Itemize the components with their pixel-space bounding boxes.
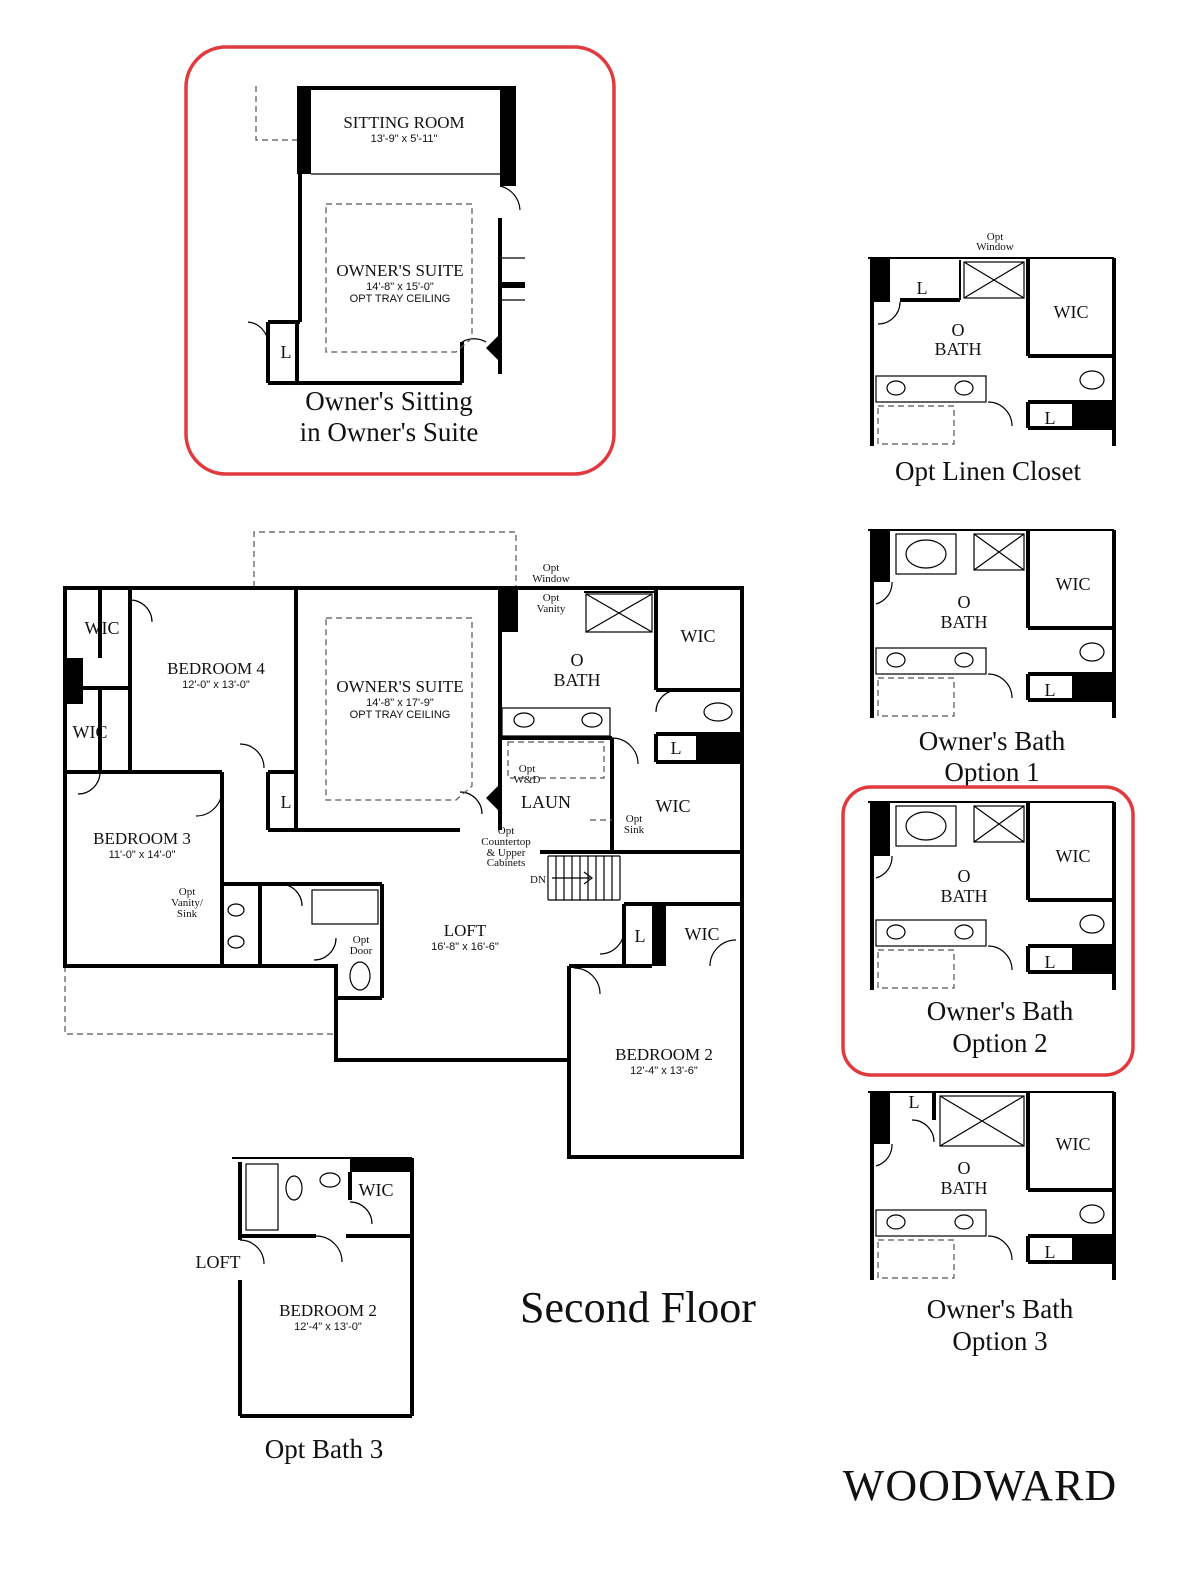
option-3-caption-line2: Option 3 xyxy=(952,1326,1047,1356)
brand-name: WOODWARD xyxy=(843,1461,1117,1510)
floor-title: Second Floor xyxy=(520,1283,756,1332)
highlight-frame xyxy=(841,785,1135,1077)
owners-sitting-inset: SITTING ROOM 13'-9" x 5'-11" OWNER'S SUI… xyxy=(184,45,616,476)
inset-owners-suite-label: OWNER'S SUITE xyxy=(336,261,463,280)
option-1-caption-line1: Owner's Bath xyxy=(919,726,1066,756)
sitting-room-dim: 13'-9" x 5'-11" xyxy=(371,133,438,145)
option-2-caption-line2: Option 2 xyxy=(952,1028,1047,1058)
owner-bath-o: O xyxy=(958,592,971,612)
option-1-caption-line2: Option 1 xyxy=(944,757,1039,787)
owner-bath-o: O xyxy=(571,650,584,670)
linen-label: L xyxy=(909,1092,920,1112)
wic-label: WIC xyxy=(1056,574,1091,594)
owner-bath-o: O xyxy=(952,320,965,340)
linen-label: L xyxy=(671,738,682,758)
linen-label: L xyxy=(1045,680,1056,700)
opt-vanity-sink-note: Opt xyxy=(179,886,196,898)
highlight-frame xyxy=(184,45,616,476)
inset-caption-line2: in Owner's Suite xyxy=(300,417,479,447)
inset-owners-suite-dim: 14'-8" x 15'-0" xyxy=(366,281,434,293)
owner-bath-label: BATH xyxy=(934,339,981,359)
owners-suite-label: OWNER'S SUITE xyxy=(336,677,463,696)
opt-bath-3-caption: Opt Bath 3 xyxy=(265,1434,384,1464)
opt-sink-note: Opt xyxy=(626,813,643,825)
wic-label: WIC xyxy=(85,618,120,638)
wic-label: WIC xyxy=(1056,1134,1091,1154)
bedroom3-label: BEDROOM 3 xyxy=(93,829,191,848)
opt-wd-note: W&D xyxy=(514,774,541,786)
loft-label: LOFT xyxy=(444,921,487,940)
wic-label: WIC xyxy=(685,924,720,944)
owner-bath-o: O xyxy=(958,866,971,886)
opt-window-note: Opt xyxy=(987,231,1004,243)
linen-label: L xyxy=(1045,408,1056,428)
inset-caption-line1: Owner's Sitting xyxy=(305,386,473,416)
option-2-caption-line1: Owner's Bath xyxy=(927,996,1074,1026)
owner-bath-o: O xyxy=(958,1158,971,1178)
bedroom2-label: BEDROOM 2 xyxy=(615,1045,713,1064)
wic-label: WIC xyxy=(1056,846,1091,866)
opt-vanity-note: Opt xyxy=(543,592,560,604)
opt-vanity-note: Vanity xyxy=(537,603,566,615)
linen-label: L xyxy=(635,926,646,946)
wic-label: WIC xyxy=(681,626,716,646)
owners-bath-option-2-plan: WIC O BATH L Owner's Bath Option 2 xyxy=(841,785,1135,1077)
linen-label: L xyxy=(1045,1242,1056,1262)
opt-countertop-note: Cabinets xyxy=(487,857,526,869)
inset-linen: L xyxy=(281,342,292,362)
wic-label: WIC xyxy=(73,722,108,742)
owners-suite-dim: 14'-8" x 17'-9" xyxy=(366,697,434,709)
owner-bath-label: BATH xyxy=(940,1178,987,1198)
bath3-wic-label: WIC xyxy=(359,1180,394,1200)
opt-sink-note: Sink xyxy=(624,824,645,836)
bath3-bedroom2-dim: 12'-4" x 13'-0" xyxy=(294,1321,362,1333)
opt-door-note: Opt xyxy=(353,934,370,946)
tray-ceiling-note: OPT TRAY CEILING xyxy=(350,709,451,721)
loft-dim: 16'-8" x 16'-6" xyxy=(431,941,499,953)
owner-bath-label: BATH xyxy=(940,886,987,906)
opt-linen-closet-caption: Opt Linen Closet xyxy=(895,456,1081,486)
opt-wd-note: Opt xyxy=(519,763,536,775)
bedroom3-dim: 11'-0" x 14'-0" xyxy=(109,849,176,861)
owners-bath-option-1-plan: WIC O BATH L Owner's Bath Option 1 xyxy=(868,529,1116,787)
opt-countertop-note: Opt xyxy=(498,825,515,837)
owner-bath-label: BATH xyxy=(940,612,987,632)
opt-window-note: Window xyxy=(976,241,1013,253)
opt-bath-3-plan: WIC LOFT BEDROOM 2 12'-4" x 13'-0" Opt B… xyxy=(196,1157,414,1464)
wic-label: WIC xyxy=(656,796,691,816)
bath3-loft-label: LOFT xyxy=(196,1252,241,1272)
wic-label: WIC xyxy=(1054,302,1089,322)
opt-window-note: Window xyxy=(532,573,569,585)
bedroom4-label: BEDROOM 4 xyxy=(167,659,265,678)
owners-bath-option-3-plan: L WIC O BATH L Owner's Bath Option 3 xyxy=(868,1091,1116,1356)
linen-label: L xyxy=(281,792,292,812)
stairs xyxy=(547,855,621,901)
second-floor-plan: WIC WIC BEDROOM 4 12'-0" x 13'-0" OWNER'… xyxy=(63,531,756,1332)
opt-vanity-sink-note: Sink xyxy=(177,908,198,920)
bath3-bedroom2-label: BEDROOM 2 xyxy=(279,1301,377,1320)
linen-label: L xyxy=(917,278,928,298)
inset-tray-ceiling: OPT TRAY CEILING xyxy=(350,293,451,305)
sitting-room-label: SITTING ROOM xyxy=(343,113,464,132)
bedroom2-dim: 12'-4" x 13'-6" xyxy=(630,1065,698,1077)
opt-vanity-sink-note: Vanity/ xyxy=(171,897,204,909)
opt-countertop-note: & Upper xyxy=(487,847,526,859)
opt-window-note: Opt xyxy=(543,562,560,574)
linen-label: L xyxy=(1045,952,1056,972)
opt-countertop-note: Countertop xyxy=(481,836,531,848)
laundry-label: LAUN xyxy=(521,792,571,812)
owner-bath-label: BATH xyxy=(553,670,600,690)
option-3-caption-line1: Owner's Bath xyxy=(927,1294,1074,1324)
stairs-down-label: DN xyxy=(530,874,546,886)
bedroom4-dim: 12'-0" x 13'-0" xyxy=(182,679,250,691)
opt-linen-closet-plan: Opt Window L WIC O BATH L Opt Linen Clos… xyxy=(868,231,1116,486)
opt-door-note: Door xyxy=(350,945,373,957)
